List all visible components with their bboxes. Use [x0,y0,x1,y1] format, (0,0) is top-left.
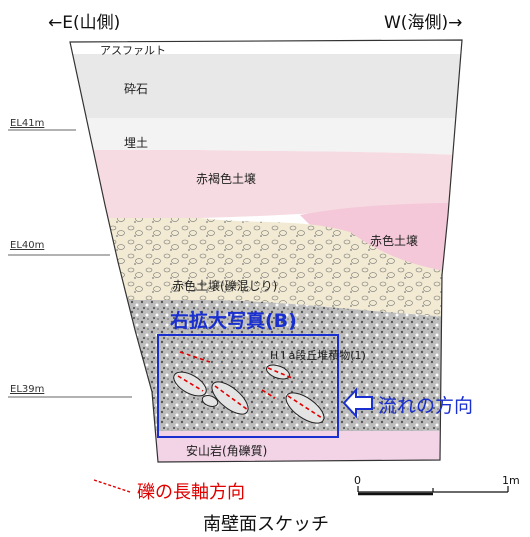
figure-caption: 南壁面スケッチ [203,514,329,535]
flow-arrow-icon [342,387,373,419]
long-axis-marks [177,351,323,419]
scale-end-label: 1m [502,474,520,487]
enlarged-photo-label: 右拡大写真(B) [170,310,297,332]
elevation-label-40: EL40m [10,240,45,251]
east-mountain-side-label: ←E(山側) [48,13,121,33]
red-soil-gravel-layer [70,218,462,320]
layer-label-andesite: 安山岩(角礫質) [186,444,268,458]
layer-label-terrace-deposit: H I a段丘堆積物(1) [270,349,366,362]
scale-bar [357,486,509,496]
crushed-stone-layer [70,54,462,118]
layer-label-asphalt: アスファルト [100,44,166,57]
layer-label-red-soil-gravel: 赤色土壌(礫混じり) [172,279,278,293]
layer-label-crushed-stone: 砕石 [124,82,149,96]
layer-label-reddish-brown-soil: 赤褐色土壌 [196,172,257,186]
reddish-brown-soil-layer [70,150,462,218]
west-sea-side-label: W(海側)→ [384,13,463,33]
scale-start-label: 0 [354,474,361,487]
long-axis-direction-label: 礫の長軸方向 [137,482,245,503]
asphalt-layer [70,40,462,54]
layer-label-red-soil: 赤色土壌 [370,234,419,248]
flow-direction-label: 流れの方向 [378,395,474,417]
fill-soil-layer [70,118,462,160]
wall-outline [69,39,463,463]
elevation-label-39: EL39m [10,384,45,395]
elevation-label-41: EL41m [10,118,45,129]
layer-label-fill: 埋土 [124,136,149,150]
enlarged-photo-box [157,334,339,438]
legend-dash-icon [93,479,131,493]
